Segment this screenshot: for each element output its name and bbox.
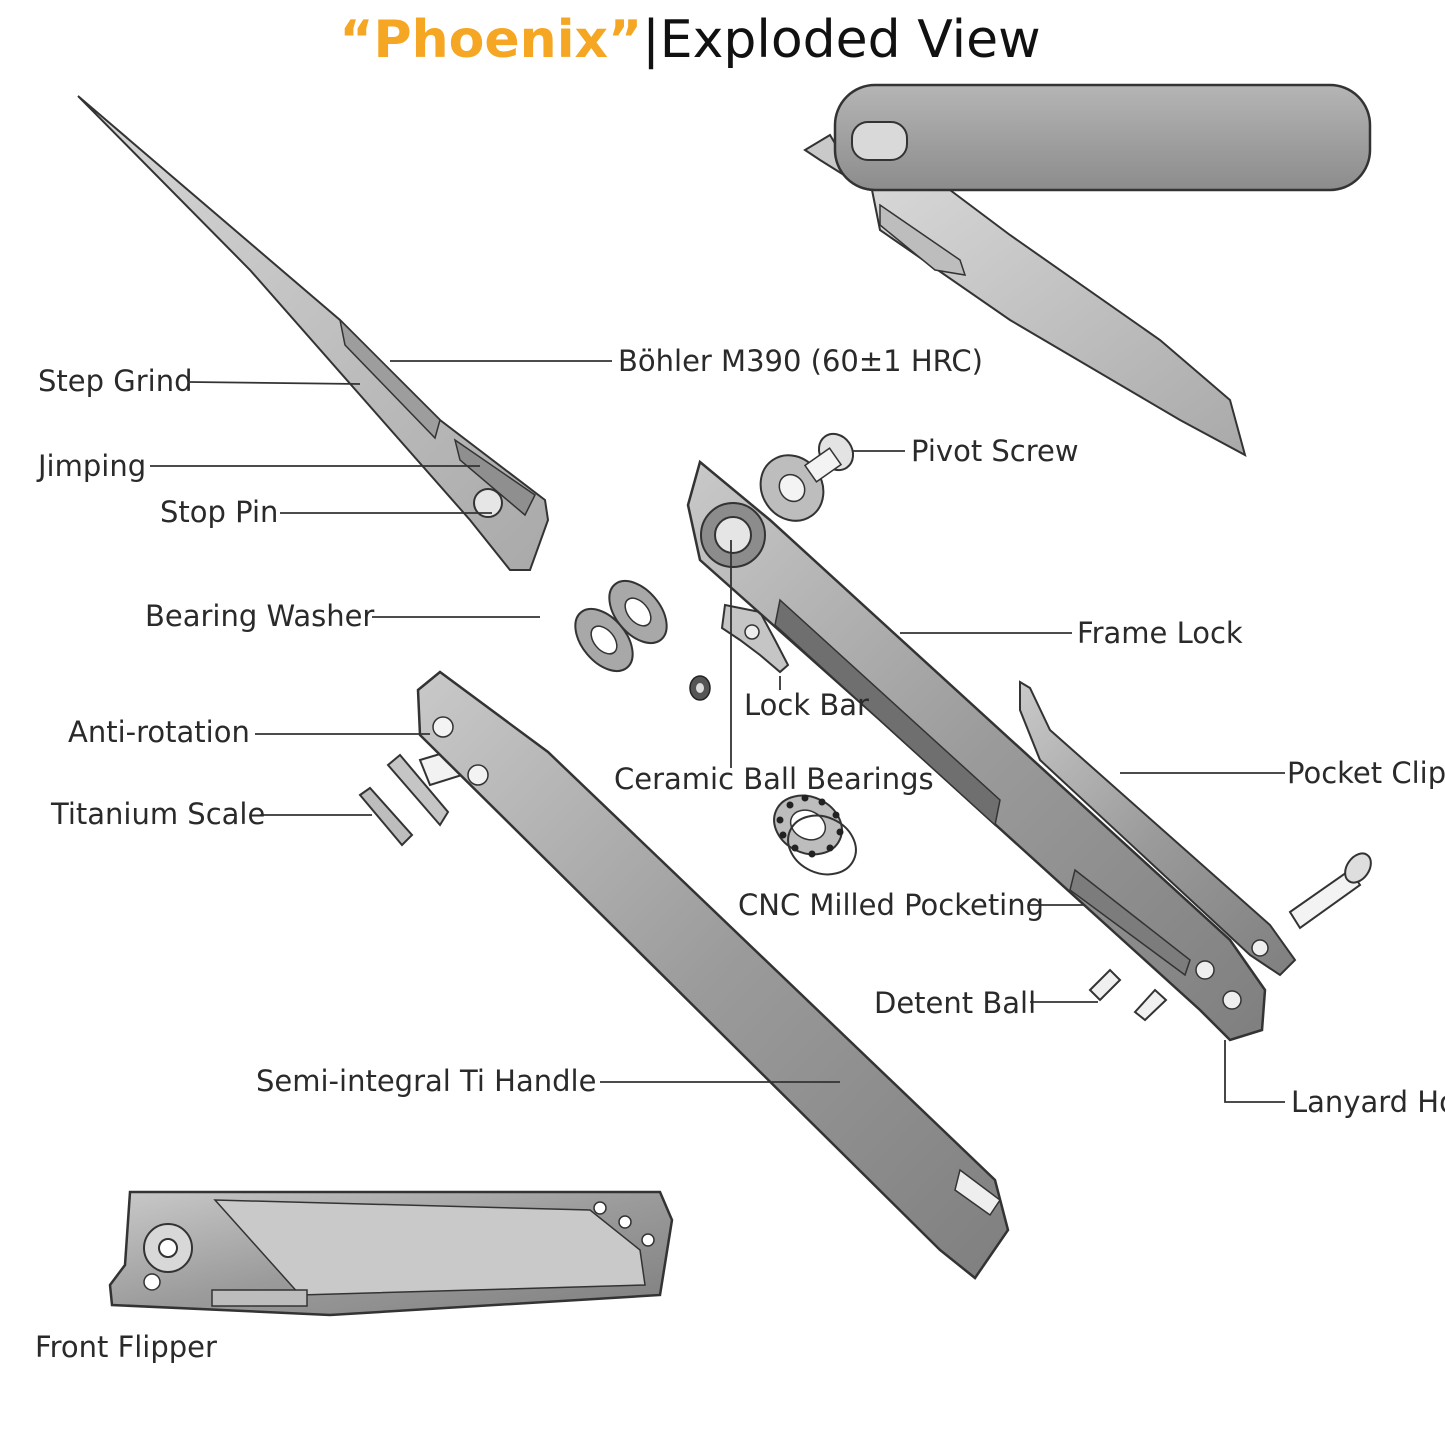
pocket-clip-part (1019, 680, 1297, 977)
label-frame-lock: Frame Lock (1077, 616, 1243, 650)
front-flipper-knife (108, 1190, 674, 1317)
leader-lines (150, 360, 1285, 1103)
label-lock-bar: Lock Bar (744, 688, 869, 722)
ceramic-bearing-ring (773, 794, 857, 876)
label-front-flipper: Front Flipper (35, 1330, 217, 1364)
lanyard-screw-part (1288, 852, 1372, 930)
label-blade-steel: Böhler M390 (60±1 HRC) (618, 344, 983, 378)
title-separator: | (642, 10, 660, 70)
label-semi-integral-handle: Semi-integral Ti Handle (256, 1064, 597, 1098)
label-pivot-screw: Pivot Screw (911, 434, 1079, 468)
frame-lock-part (686, 459, 1267, 1042)
label-titanium-scale: Titanium Scale (51, 797, 266, 831)
bearing-washers (574, 580, 668, 672)
label-detent-ball: Detent Ball (874, 986, 1037, 1020)
label-pocket-clip: Pocket Clip (1287, 756, 1445, 790)
label-jimping: Jimping (38, 449, 147, 483)
label-ceramic-ball-bearings: Ceramic Ball Bearings (614, 762, 934, 796)
blade-part (77, 95, 550, 571)
label-stop-pin: Stop Pin (160, 495, 279, 529)
label-step-grind: Step Grind (38, 364, 193, 398)
semi-integral-handle-part (416, 670, 1010, 1280)
detent-ball-parts (1088, 968, 1168, 1022)
label-anti-rotation: Anti-rotation (68, 715, 250, 749)
pivot-screw-part (759, 432, 855, 522)
label-lanyard-hole: Lanyard Ho (1291, 1085, 1445, 1119)
label-cnc-milled-pocketing: CNC Milled Pocketing (738, 888, 1045, 922)
closed-knife-top (803, 83, 1372, 457)
label-bearing-washer: Bearing Washer (145, 599, 375, 633)
page-title: “Phoenix”|Exploded View (0, 8, 1380, 72)
lock-bar-part (720, 603, 790, 674)
small-bearing (689, 675, 711, 701)
brand-name: “Phoenix” (339, 10, 643, 70)
title-text: Exploded View (659, 10, 1041, 70)
